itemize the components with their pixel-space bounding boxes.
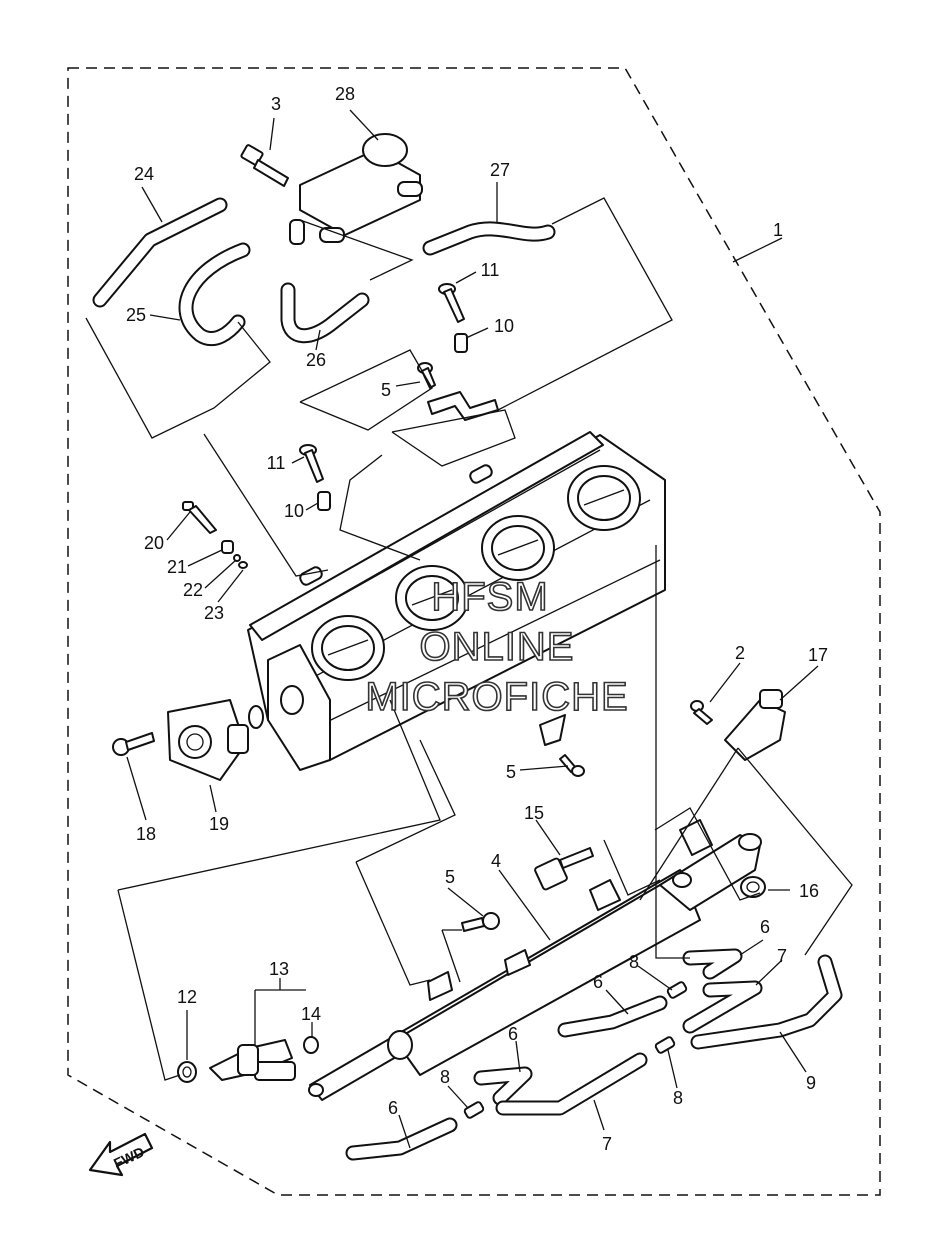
callout: 4	[491, 851, 501, 871]
callout: 6	[593, 972, 603, 992]
callout: 14	[301, 1004, 321, 1024]
callout: 10	[494, 316, 514, 336]
sensor-17	[724, 689, 786, 761]
watermark-line: MICROFICHE	[365, 675, 628, 719]
callout: 27	[490, 160, 510, 180]
callout: 17	[808, 645, 828, 665]
spring-21	[221, 540, 234, 554]
fuel-rail	[308, 819, 762, 1101]
callout: 20	[144, 533, 164, 553]
bolt-3	[240, 144, 289, 187]
sensor-15	[534, 847, 594, 891]
seal-12	[177, 1061, 197, 1083]
watermark-line: ONLINE	[420, 625, 575, 669]
callout: 25	[126, 305, 146, 325]
callout: 13	[269, 959, 289, 979]
bracket-upper	[427, 391, 499, 421]
screw-20	[182, 501, 217, 534]
callout: 11	[267, 453, 286, 473]
callout-labels: 1 2 3 4 5 5 5 5 6 6 6 6 7 7 8 8 8 9 10 1…	[126, 84, 828, 1154]
callout: 5	[445, 867, 455, 887]
clip-8a	[666, 981, 688, 999]
watermark: HFSM ONLINE MICROFICHE	[365, 574, 629, 720]
callout: 6	[508, 1024, 518, 1044]
callout: 11	[481, 260, 500, 280]
fwd-arrow: FWD	[88, 1132, 154, 1177]
callout: 1	[773, 220, 783, 240]
callout: 21	[167, 557, 187, 577]
callout: 10	[284, 501, 304, 521]
assembly-boundary	[67, 67, 881, 1196]
callout: 16	[799, 881, 819, 901]
watermark-line: HFSM	[431, 575, 548, 619]
callout: 7	[777, 946, 787, 966]
clip-8c	[463, 1101, 485, 1119]
screw-18	[112, 732, 155, 756]
fuel-injector	[209, 1039, 296, 1081]
callout: 28	[335, 84, 355, 104]
leader-lines	[85, 109, 853, 1149]
callout: 6	[760, 917, 770, 937]
spring-10-upper	[454, 333, 468, 353]
callout: 5	[381, 380, 391, 400]
cap-16	[740, 876, 766, 898]
callout: 26	[306, 350, 326, 370]
callout: 18	[136, 824, 156, 844]
callout: 8	[673, 1088, 683, 1108]
callout: 24	[134, 164, 154, 184]
callout: 9	[806, 1073, 816, 1093]
o-ring-tps	[248, 705, 264, 729]
solenoid-valve	[289, 133, 423, 245]
washer-22	[233, 554, 241, 562]
callout: 8	[440, 1067, 450, 1087]
screw-5-lower	[461, 912, 500, 932]
o-ring-14	[303, 1036, 319, 1054]
screw-5-upper	[417, 362, 436, 389]
throttle-position-sensor	[167, 699, 249, 781]
screw-2	[690, 700, 713, 725]
callout: 19	[209, 814, 229, 834]
callout: 15	[524, 803, 544, 823]
callout: 6	[388, 1098, 398, 1118]
callout: 3	[271, 94, 281, 114]
callout: 12	[177, 987, 197, 1007]
callout: 23	[204, 603, 224, 623]
screw-5-right	[559, 754, 585, 777]
callout: 7	[602, 1134, 612, 1154]
spring-10-lower	[317, 491, 331, 511]
callout: 8	[629, 952, 639, 972]
throttle-body-assembly	[247, 431, 666, 771]
screw-11-upper	[438, 283, 465, 323]
callout: 5	[506, 762, 516, 782]
screw-11-lower	[299, 444, 324, 483]
callout: 22	[183, 580, 203, 600]
o-ring-23	[238, 561, 248, 569]
callout: 2	[735, 643, 745, 663]
clip-8b	[654, 1036, 676, 1054]
